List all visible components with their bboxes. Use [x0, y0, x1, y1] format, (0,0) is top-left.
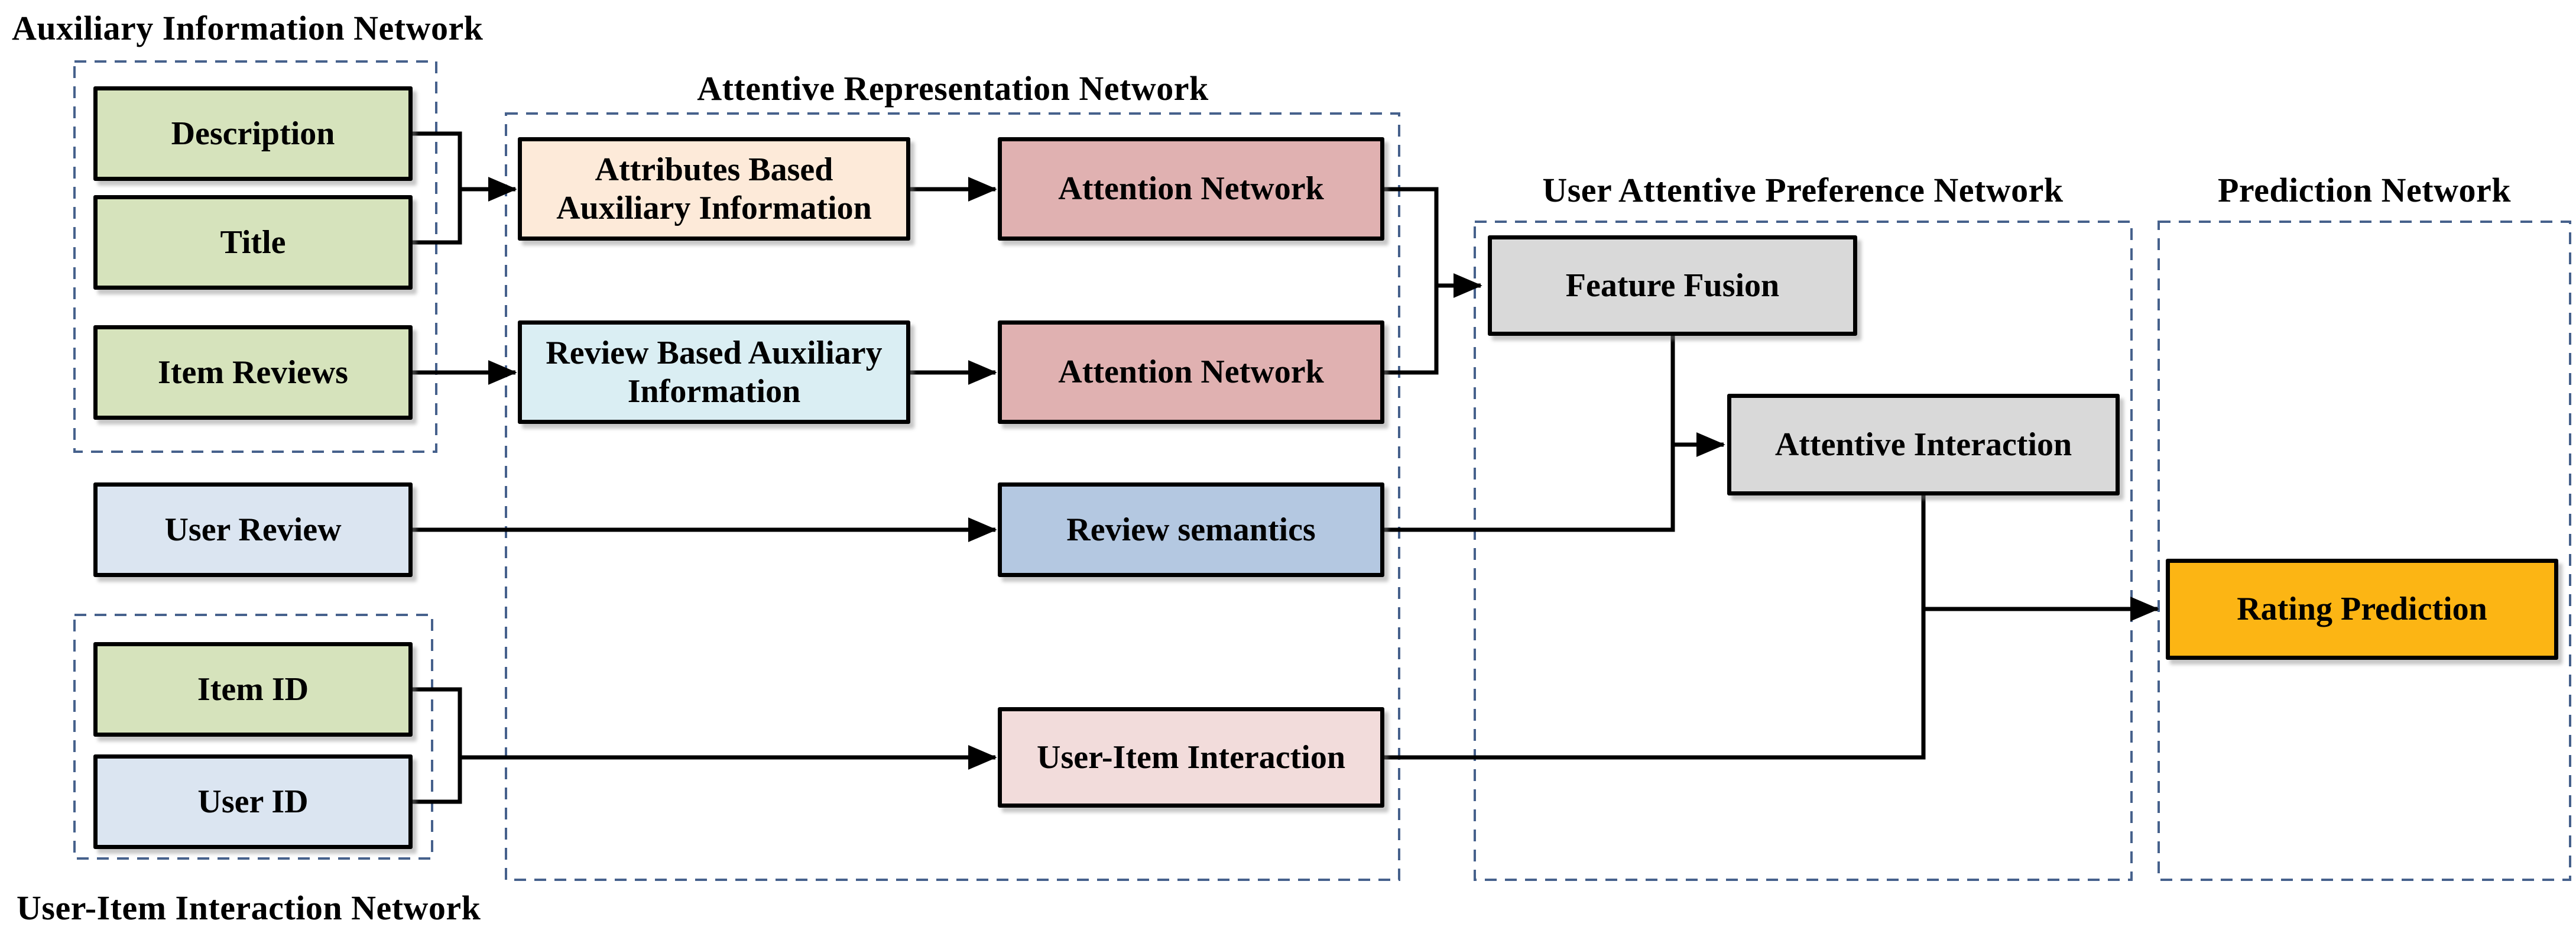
section-title-prediction-network: Prediction Network [2218, 171, 2511, 209]
node-description: Description [93, 86, 413, 181]
node-attention-network-2: Attention Network [998, 320, 1384, 424]
node-description-label: Description [171, 115, 335, 152]
node-attentive-interaction: Attentive Interaction [1727, 394, 2120, 495]
node-attention-network-1-label: Attention Network [1058, 170, 1324, 208]
node-rating-prediction: Rating Prediction [2166, 559, 2558, 660]
connector-attentive-interaction-uii-join [1382, 493, 1926, 760]
node-attention-network-2-label: Attention Network [1058, 354, 1324, 391]
node-item-id: Item ID [93, 642, 413, 737]
node-user-item-interaction-label: User-Item Interaction [1037, 738, 1345, 776]
region-attentive-representation-network [505, 112, 1400, 881]
section-title-auxiliary-information-network: Auxiliary Information Network [12, 9, 484, 47]
node-review-semantics: Review semantics [998, 482, 1384, 577]
region-prediction-network [2158, 221, 2571, 881]
node-review-based-label: Review Based Auxiliary Information [546, 335, 883, 410]
node-feature-fusion: Feature Fusion [1488, 235, 1857, 336]
section-title-attentive-representation-network: Attentive Representation Network [697, 69, 1209, 108]
node-user-review: User Review [93, 482, 413, 577]
node-user-review-label: User Review [164, 511, 342, 548]
node-attributes-based-label: Attributes Based Auxiliary Information [556, 151, 872, 226]
connector-feature-fusion-review-semantics-join [1382, 333, 1675, 532]
node-attention-network-1: Attention Network [998, 137, 1384, 241]
node-title: Title [93, 195, 413, 290]
section-title-user-attentive-preference-network: User Attentive Preference Network [1542, 171, 2064, 209]
connector-itemid-userid-bracket [410, 687, 462, 804]
region-user-attentive-preference-network [1474, 221, 2133, 881]
node-review-semantics-label: Review semantics [1066, 511, 1316, 548]
node-user-item-interaction: User-Item Interaction [998, 707, 1384, 808]
region-auxiliary-information-network [73, 60, 437, 453]
node-feature-fusion-label: Feature Fusion [1565, 267, 1780, 304]
node-attentive-interaction-label: Attentive Interaction [1774, 426, 2072, 463]
node-user-id-label: User ID [197, 783, 309, 820]
node-review-based-auxiliary-information: Review Based Auxiliary Information [518, 320, 910, 424]
node-rating-prediction-label: Rating Prediction [2237, 591, 2487, 628]
node-item-reviews-label: Item Reviews [158, 354, 348, 391]
connector-attention-merge-bracket [1382, 187, 1439, 375]
section-title-user-item-interaction-network: User-Item Interaction Network [17, 889, 481, 927]
node-item-reviews: Item Reviews [93, 325, 413, 420]
node-attributes-based-auxiliary-information: Attributes Based Auxiliary Information [518, 137, 910, 241]
node-user-id: User ID [93, 754, 413, 849]
node-title-label: Title [220, 223, 286, 261]
node-item-id-label: Item ID [197, 670, 309, 708]
